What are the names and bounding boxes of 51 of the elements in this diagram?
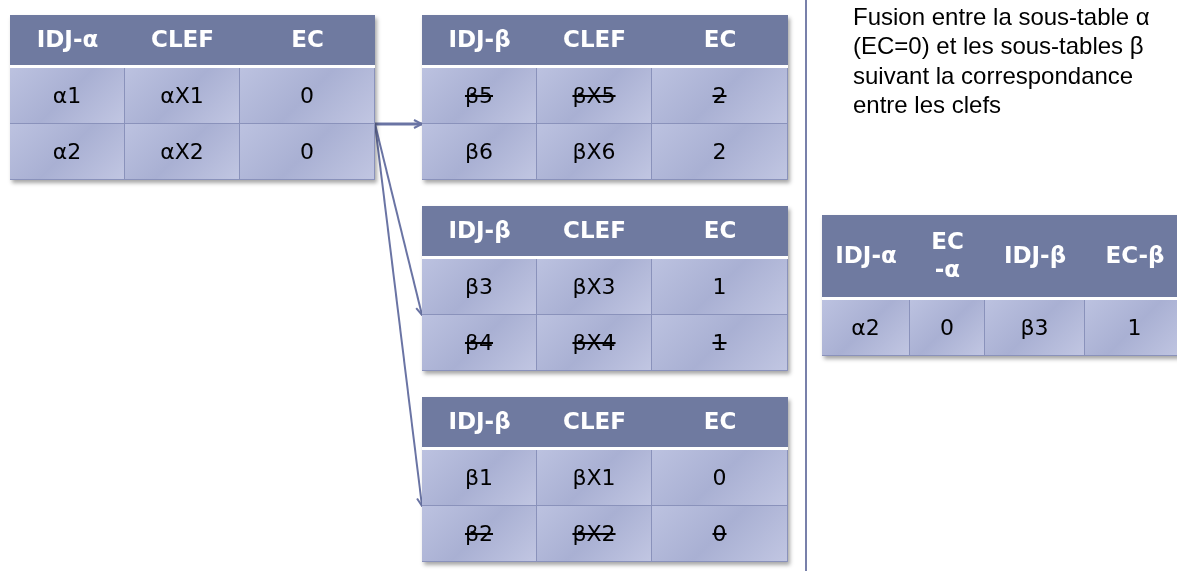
table-cell: β6 [422, 124, 537, 180]
table-cell: α2 [822, 300, 910, 356]
table-header-cell: EC [240, 15, 375, 68]
table-cell: α1 [10, 68, 125, 124]
table-cell: 2 [652, 124, 788, 180]
table-header-cell: IDJ-α [10, 15, 125, 68]
data-table [10, 15, 375, 180]
table-cell: 0 [652, 450, 788, 506]
table-cell: β1 [422, 450, 537, 506]
table-cell: 0 [910, 300, 985, 356]
table-cell: αX1 [125, 68, 240, 124]
table-cell: β3 [985, 300, 1085, 356]
table-cell: 0 [652, 506, 788, 562]
table-header-cell: IDJ-β [422, 397, 537, 450]
table-cell: β5 [422, 68, 537, 124]
arrow [375, 119, 423, 129]
data-table [822, 215, 1177, 356]
table-cell: 0 [240, 68, 375, 124]
table-cell: βX4 [537, 315, 652, 371]
table-header-cell: IDJ-β [422, 206, 537, 259]
table-cell: 1 [652, 259, 788, 315]
table-header-cell: CLEF [537, 206, 652, 259]
table-header-cell: IDJ-α [822, 215, 910, 300]
table-header-cell: EC-β [1085, 215, 1177, 300]
table-header-cell: EC -α [910, 215, 985, 300]
table-cell: βX6 [537, 124, 652, 180]
note-text: Fusion entre la sous-table α (EC=0) et les sous-tables β suivant la correspondance entre les clefs [853, 2, 1151, 120]
table-cell: 1 [652, 315, 788, 371]
table-header-cell: EC [652, 15, 788, 68]
table-cell: β4 [422, 315, 537, 371]
table-cell: βX2 [537, 506, 652, 562]
table-cell: βX3 [537, 259, 652, 315]
data-table [422, 397, 788, 562]
table-cell: 0 [240, 124, 375, 180]
table-header-cell: IDJ-β [985, 215, 1085, 300]
table-header-cell: EC [652, 206, 788, 259]
table-cell: βX1 [537, 450, 652, 506]
table-cell: β2 [422, 506, 537, 562]
table-header-cell: IDJ-β [422, 15, 537, 68]
table-cell: α2 [10, 124, 125, 180]
table-cell: 2 [652, 68, 788, 124]
table-header-cell: EC [652, 397, 788, 450]
data-table [422, 206, 788, 371]
table-cell: αX2 [125, 124, 240, 180]
table-cell: β3 [422, 259, 537, 315]
table-header-cell: CLEF [125, 15, 240, 68]
data-table [422, 15, 788, 180]
table-cell: βX5 [537, 68, 652, 124]
table-cell: 1 [1085, 300, 1177, 356]
table-header-cell: CLEF [537, 15, 652, 68]
table-header-cell: CLEF [537, 397, 652, 450]
